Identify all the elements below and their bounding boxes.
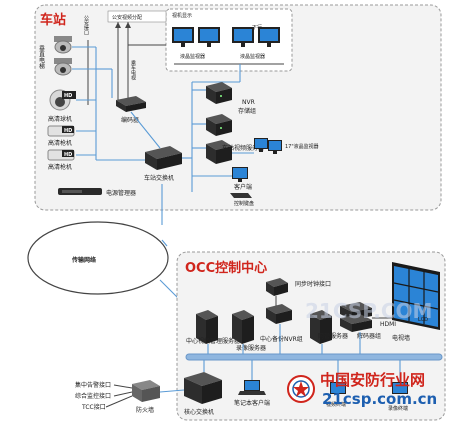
station-switch-label: 车站交换机 — [144, 174, 174, 182]
public-security-interface-label: 公安接口 — [83, 15, 89, 36]
svg-text:HD: HD — [64, 152, 72, 158]
firewall-label: 防火墙 — [136, 406, 154, 414]
occ-title: OCC控制中心 — [185, 260, 267, 276]
recording-server-label: 录像服务器 — [236, 344, 266, 352]
svg-text:HD: HD — [64, 128, 72, 134]
recording-desk-label: 录像终端 — [388, 405, 408, 412]
interface-link — [113, 384, 133, 389]
transmission-network-ring — [27, 221, 169, 295]
hdmi-label: HDMI — [380, 321, 396, 328]
monitor-caption-left: 液晶监视器 — [180, 53, 205, 60]
central-video-mgmt-label: 中心视频管理服务器 — [186, 337, 240, 345]
encoder-icon — [116, 96, 146, 112]
keyboard-icon — [230, 193, 252, 198]
notebook-client-label: 笔记本客户端 — [234, 399, 270, 407]
hd-dome-camera-icon: HD — [49, 89, 76, 111]
monitor-icon — [268, 140, 282, 154]
bullet-camera-icon: HD — [47, 125, 75, 137]
core-switch-label: 核心交换机 — [184, 408, 214, 416]
nvr-label: NVR — [242, 99, 255, 106]
station-switch-icon — [145, 146, 182, 170]
watermark-bg-text: 21CSP.COM — [305, 299, 432, 323]
decoder-group-label: 解码器组 — [357, 332, 381, 340]
decoder-icon — [340, 314, 372, 332]
watermark-logo-icon — [287, 375, 315, 403]
wall-label-right: 下行 — [252, 24, 262, 31]
tv-wall-icon — [392, 262, 440, 330]
central-nvr-icon — [266, 304, 292, 324]
nvr-icon — [206, 82, 232, 104]
monitor-17-label: 17"液晶监视器 — [285, 143, 319, 150]
power-manager-icon — [58, 188, 102, 195]
network-server-icon — [310, 310, 332, 344]
mgmt-server-icon — [196, 310, 218, 344]
interface-link — [113, 391, 133, 397]
vertical-lift-camera-label: 垂直电梯 — [38, 45, 45, 70]
power-manager-label: 电源管理器 — [106, 189, 136, 197]
hd-gun-camera-label-2: 高清枪机 — [48, 163, 72, 171]
central-nvr-label: 中心备份NVR组 — [260, 335, 303, 343]
control-keyboard-label: 控制键盘 — [234, 200, 254, 207]
watermark-domain: 21csp.com.cn — [322, 390, 437, 408]
interface-link — [105, 395, 133, 408]
tcc-interface-label: TCC接口 — [81, 403, 106, 411]
arrow-up-icon — [125, 22, 131, 28]
network-server-label: 网管服务器 — [318, 332, 348, 340]
client-pc-icon — [392, 382, 408, 394]
recording-server-icon — [232, 310, 254, 344]
dome-camera-icon — [54, 58, 72, 76]
nvr-storage-label: 存储组 — [238, 107, 256, 115]
monitor-wall-group — [165, 8, 293, 72]
sync-clock-label: 同步时钟接口 — [295, 280, 331, 288]
monitor-icon — [198, 27, 220, 47]
arrow-up-icon — [115, 22, 121, 28]
firewall-icon — [132, 380, 160, 402]
monitor-caption-right: 液晶监视器 — [240, 53, 265, 60]
network-to-occ — [159, 279, 181, 301]
core-switch-icon — [184, 372, 222, 404]
bullet-camera-icon: HD — [47, 149, 75, 161]
video-server-icon — [206, 140, 232, 164]
encoder-to-switch — [130, 111, 161, 149]
network-line — [161, 239, 168, 247]
wall-label-left: 视机显示 — [172, 12, 192, 19]
client-pc-icon — [232, 167, 248, 182]
public-security-distribution-box — [107, 10, 167, 23]
notebook-icon — [238, 380, 266, 395]
firewall-to-core — [159, 389, 185, 393]
monitor-icon — [258, 27, 280, 47]
public-security-distribution-label: 公安视频分配 — [112, 14, 142, 21]
tv-wall-label: 电视墙 — [392, 334, 410, 342]
dome-camera-icon — [54, 36, 72, 54]
client-pc-icon — [330, 382, 346, 394]
client-right-label: 视频终端 — [326, 401, 346, 408]
occ-network-bus — [185, 353, 443, 361]
encoder-label: 编码器 — [121, 116, 139, 124]
centralized-alarm-label: 集中告警接口 — [75, 381, 111, 389]
monitor-icon — [254, 138, 268, 152]
video-server-label: 车站视频服务器 — [222, 144, 264, 152]
station-panel — [34, 4, 442, 211]
integrated-monitor-label: 综合监控接口 — [75, 392, 111, 400]
lcd-label: LCD — [418, 317, 428, 323]
vehicle-camera-label: 乘车电视 — [130, 59, 136, 81]
nvr-icon — [206, 114, 232, 136]
monitor-icon — [172, 27, 194, 47]
station-title: 车站 — [40, 12, 66, 28]
hd-bullet-camera-label: 高清球机 — [48, 115, 72, 123]
sync-clock-icon — [266, 278, 288, 296]
watermark-cn-text: 中国安防行业网 — [320, 371, 425, 389]
client-label: 客户端 — [234, 183, 252, 191]
transmission-network-label: 传输网络 — [71, 256, 96, 264]
hd-badge: HD — [64, 93, 72, 99]
monitor-icon — [232, 27, 254, 47]
hd-gun-camera-label-1: 高清枪机 — [48, 139, 72, 147]
